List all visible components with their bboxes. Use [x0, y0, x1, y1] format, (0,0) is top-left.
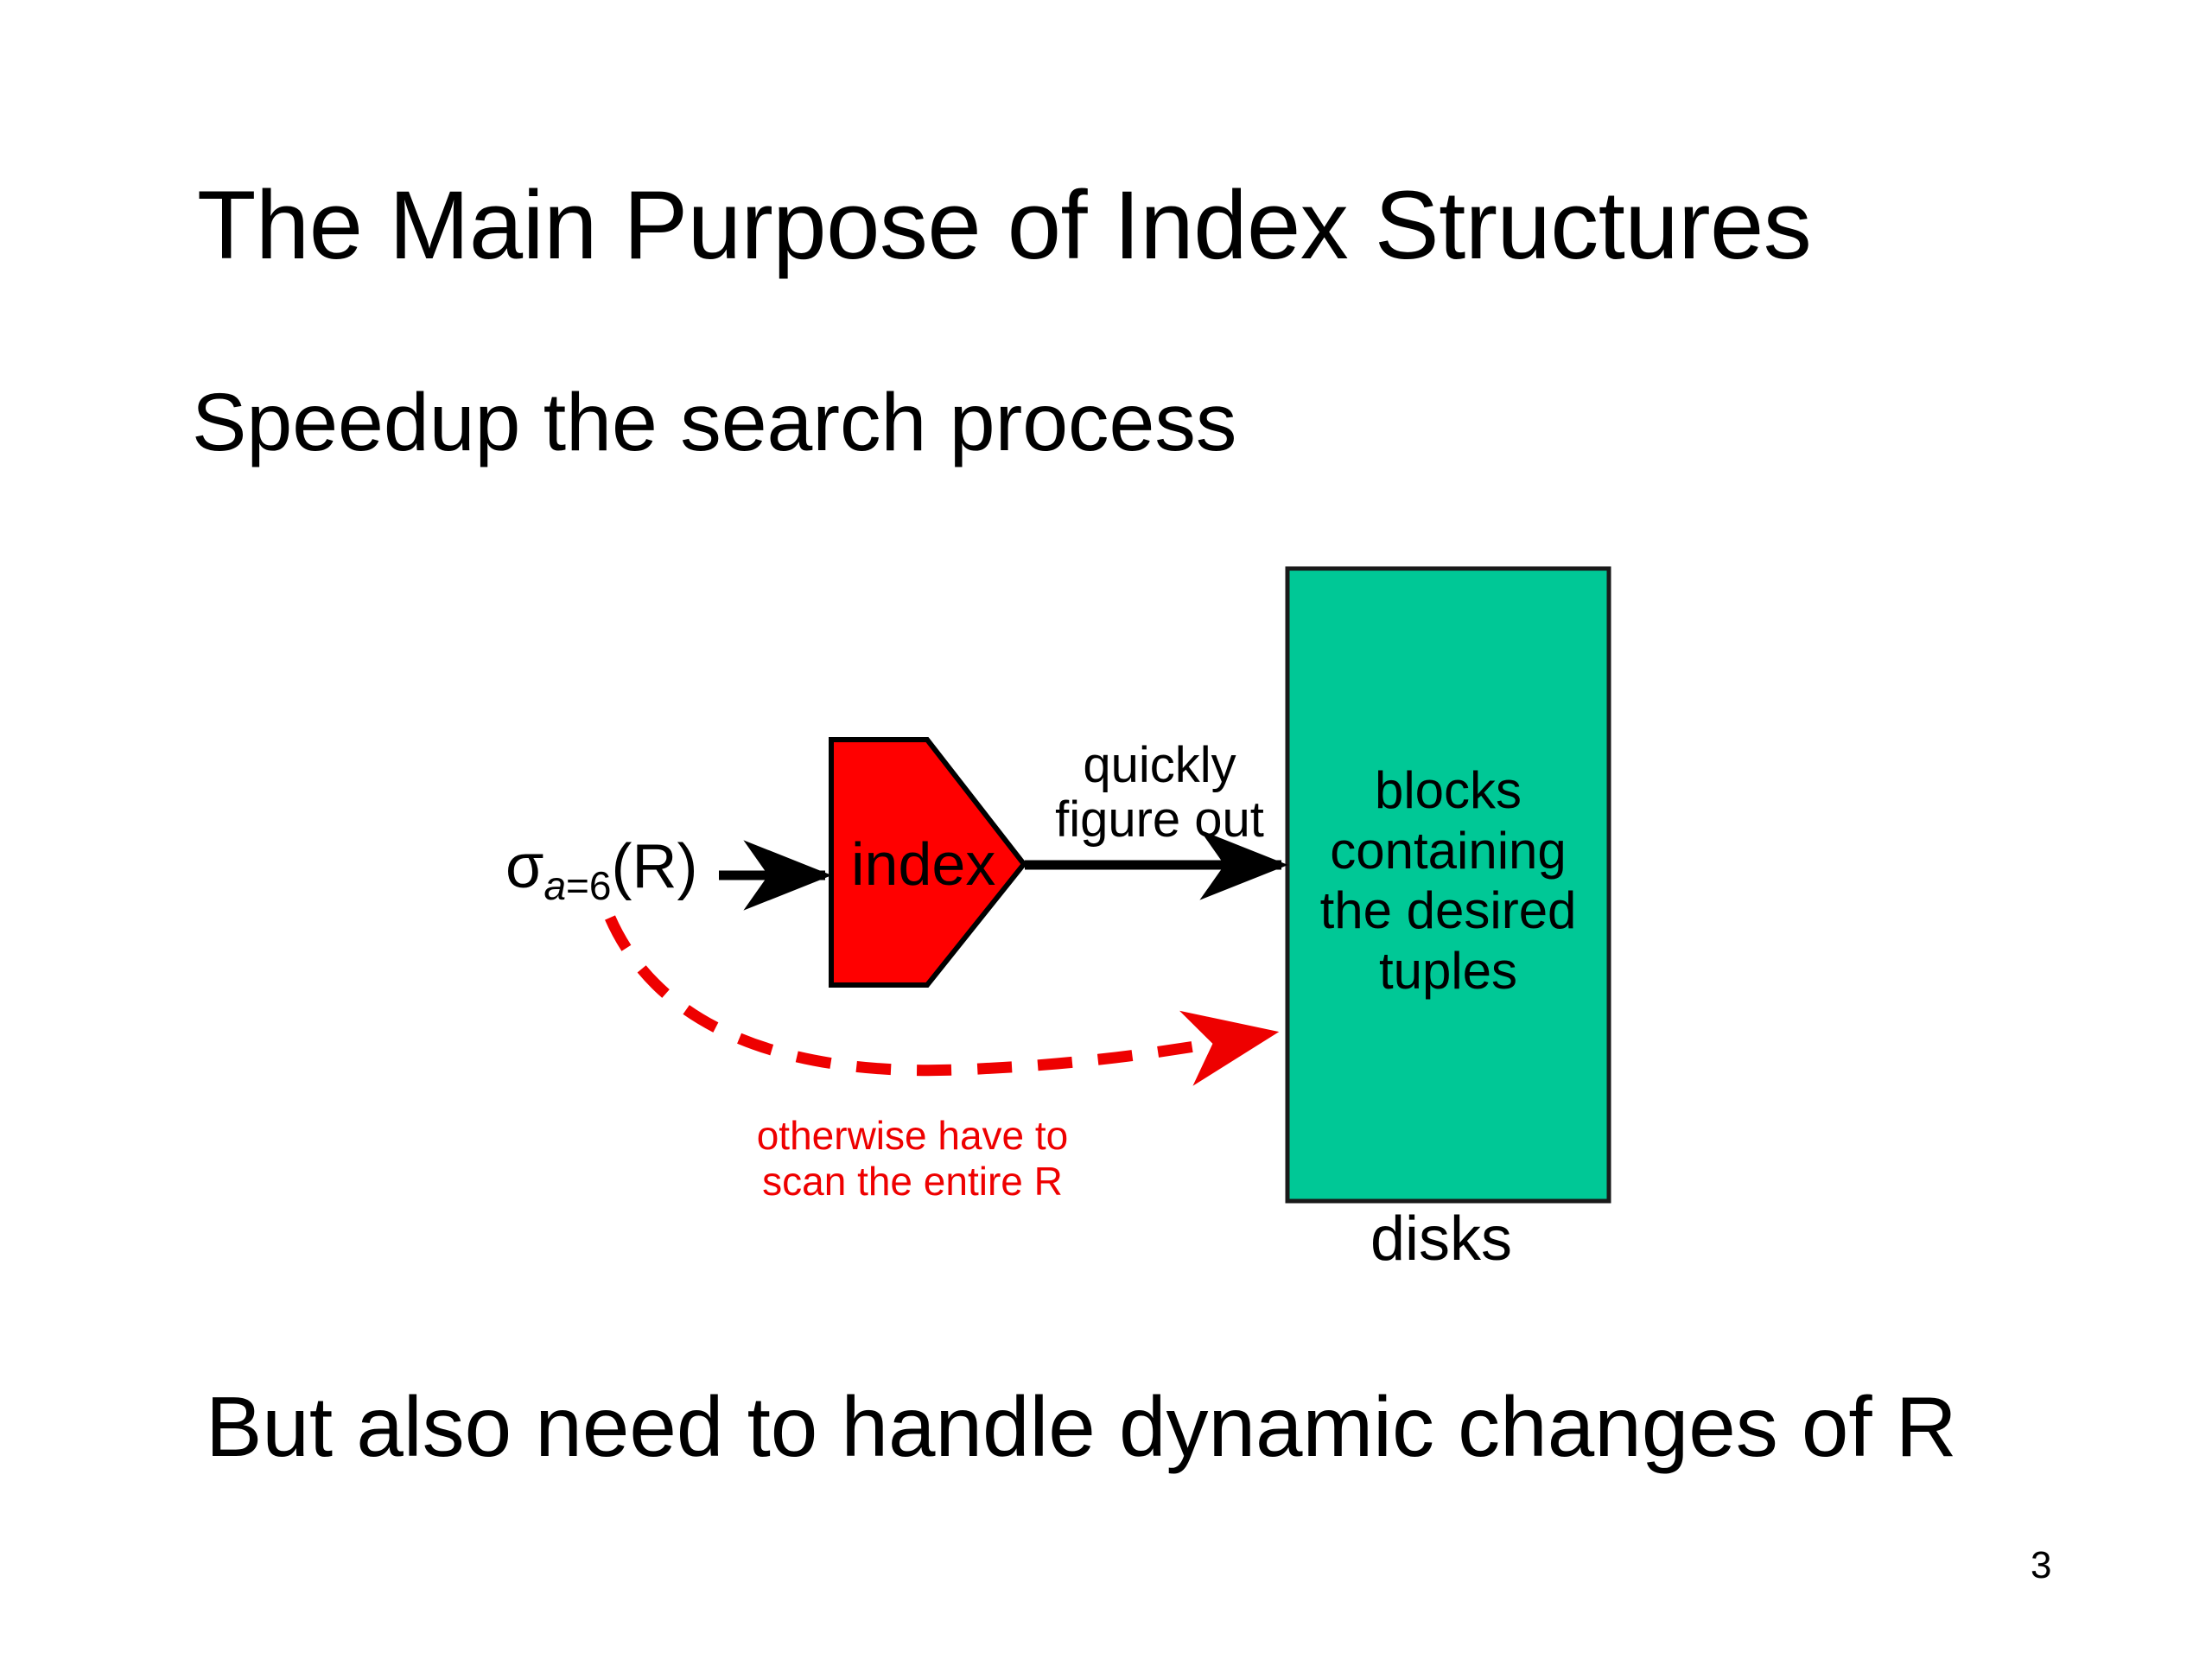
sigma-subscript-attr: a: [543, 862, 567, 908]
sigma-operator: σ: [505, 832, 544, 901]
sigma-subscript-eq: =: [566, 862, 589, 908]
disk-node-label-line-3: the desired: [1319, 881, 1577, 940]
disk-block-rect: [1285, 566, 1611, 1204]
disk-node-label-line-1: blocks: [1374, 761, 1522, 819]
disk-node-label-line-2: containing: [1330, 821, 1567, 880]
disks-caption: disks: [1370, 1205, 1513, 1274]
index-pentagon: [829, 737, 1027, 988]
index-node-label: index: [851, 830, 996, 898]
selection-query-label: σa=6(R): [505, 836, 697, 906]
disk-node-label: blocks containing the desired tuples: [1289, 760, 1607, 1001]
sigma-subscript: a=6: [543, 863, 611, 908]
disk-node-label-line-4: tuples: [1378, 941, 1518, 1000]
scan-path-dashed-arrow: [605, 915, 1280, 1086]
subtitle-text: Speedup the search process: [192, 377, 1237, 468]
sigma-subscript-value: 6: [588, 862, 612, 908]
page-title: The Main Purpose of Index Structures: [197, 171, 1812, 279]
slow-path-label-line-2: scan the entire R: [762, 1159, 1063, 1205]
slow-path-label-line-1: otherwise have to: [756, 1113, 1069, 1158]
slow-path-label: otherwise have to scan the entire R: [731, 1113, 1094, 1205]
fast-path-label: quickly figure out: [1047, 737, 1272, 848]
fast-path-label-line-2: figure out: [1055, 791, 1264, 848]
fast-path-label-line-1: quickly: [1083, 737, 1236, 793]
page-number: 3: [2031, 1544, 2052, 1586]
relation-name: (R): [611, 832, 698, 901]
closing-statement: But also need to handle dynamic changes …: [206, 1379, 1957, 1474]
